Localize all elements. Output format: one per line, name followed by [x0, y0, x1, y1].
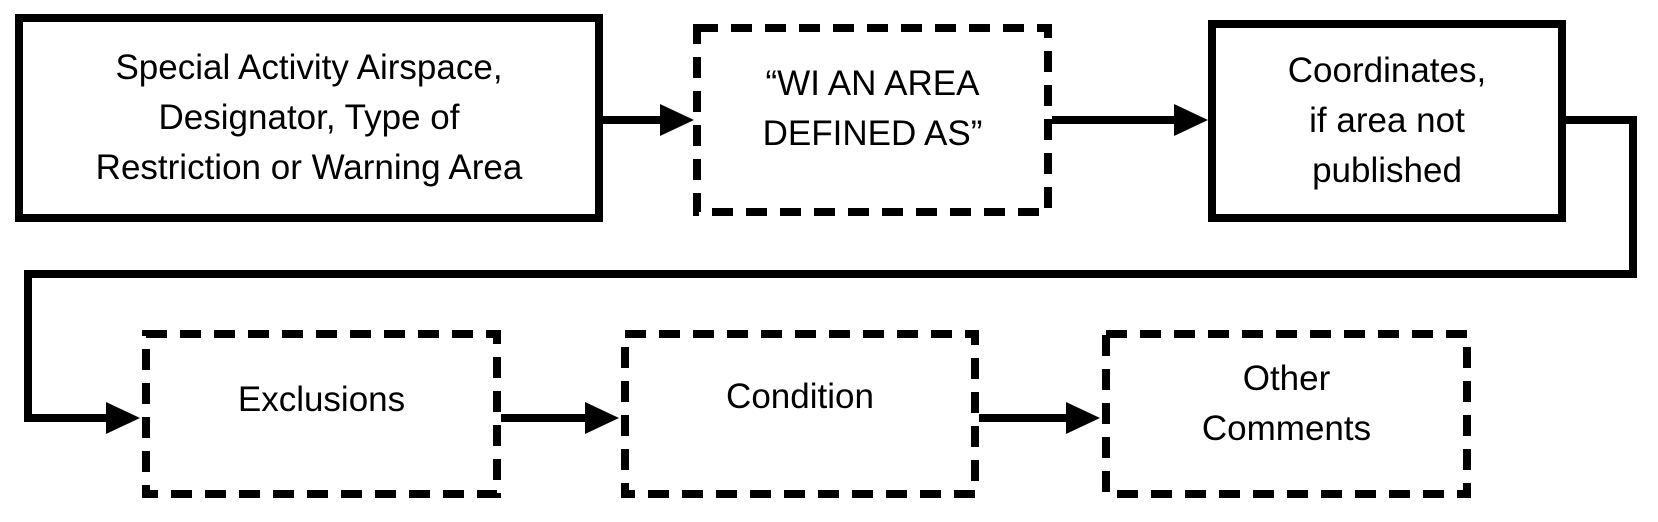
arrow-2-head	[1174, 104, 1208, 136]
arrow-3-head	[585, 402, 619, 434]
node-condition: Condition	[726, 377, 874, 417]
node-other-comments: Other Comments	[1201, 359, 1372, 448]
arrow-4-head	[1066, 402, 1100, 434]
node-special-activity-airspace: Special Activity Airspace, Designator, T…	[95, 48, 523, 187]
arrow-1-head	[660, 104, 694, 136]
node-coordinates: Coordinates, if area not published	[1287, 51, 1487, 190]
node-wi-an-area-defined-as: “WI AN AREA DEFINED AS”	[762, 64, 983, 153]
node-exclusions: Exclusions	[237, 380, 406, 420]
connector-elbow-head	[106, 402, 140, 434]
